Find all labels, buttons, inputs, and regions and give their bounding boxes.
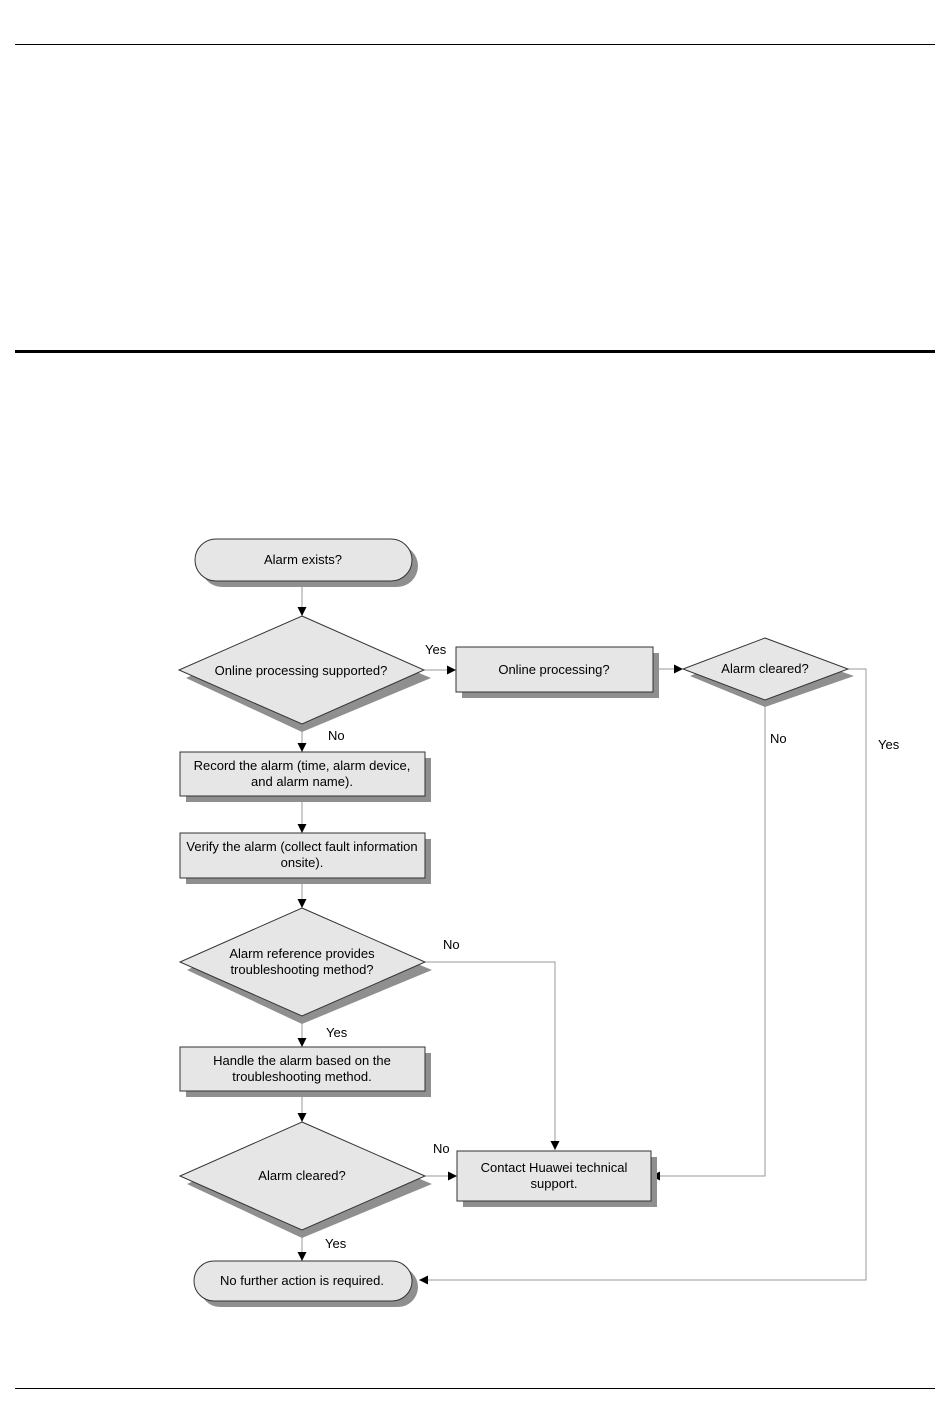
verify-alarm-box: Verify the alarm (collect fault informat…	[179, 832, 431, 884]
edge-cleared-online-yes	[419, 668, 867, 1285]
edge-labels: Yes No No Yes No Yes No Yes	[325, 642, 900, 1251]
label-reference-no: No	[443, 937, 460, 952]
node-label-verify-alarm-line-1: Verify the alarm (collect fault informat…	[186, 839, 417, 854]
node-label-contact-support-line-1: Contact Huawei technical	[481, 1160, 628, 1175]
node-label-verify-alarm-line-2: onsite).	[281, 855, 324, 870]
svg-text:Online processing?: Online processing?	[498, 662, 609, 677]
record-alarm-box: Record the alarm (time, alarm device,and…	[179, 751, 431, 802]
node-label-alarm-cleared-line-1: Alarm cleared?	[258, 1168, 345, 1183]
label-cleared-online-no: No	[770, 731, 787, 746]
online-processing-box: Online processing?	[455, 646, 659, 698]
label-cleared-no: No	[433, 1141, 450, 1156]
label-cleared-online-yes: Yes	[878, 737, 900, 752]
node-label-online-processing-line-1: Online processing?	[498, 662, 609, 677]
start-terminal: Alarm exists?	[194, 538, 418, 587]
label-online-no: No	[328, 728, 345, 743]
node-label-record-alarm-line-2: and alarm name).	[251, 774, 353, 789]
edge-reference-no	[425, 961, 560, 1150]
svg-text:Verify the alarm (collect faul: Verify the alarm (collect fault informat…	[186, 839, 417, 870]
node-label-record-alarm-line-1: Record the alarm (time, alarm device,	[194, 758, 411, 773]
header-rule-thin	[15, 44, 935, 45]
node-label-reference-method-line-2: troubleshooting method?	[230, 962, 373, 977]
label-reference-yes: Yes	[326, 1025, 348, 1040]
node-label-contact-support-line-2: support.	[531, 1176, 578, 1191]
node-label-handle-alarm-line-1: Handle the alarm based on the	[213, 1053, 391, 1068]
svg-text:Alarm cleared?: Alarm cleared?	[258, 1168, 345, 1183]
alarm-cleared-online-decision: Alarm cleared?	[681, 637, 854, 707]
svg-text:Alarm cleared?: Alarm cleared?	[721, 661, 808, 676]
svg-text:Alarm exists?: Alarm exists?	[264, 552, 342, 567]
online-supported-decision: Online processing supported?	[177, 615, 431, 732]
node-label-start-line-1: Alarm exists?	[264, 552, 342, 567]
node-label-end-line-1: No further action is required.	[220, 1273, 384, 1288]
node-label-handle-alarm-line-2: troubleshooting method.	[232, 1069, 371, 1084]
label-cleared-yes: Yes	[325, 1236, 347, 1251]
connectors	[297, 580, 867, 1285]
svg-text:Online processing supported?: Online processing supported?	[215, 663, 388, 678]
alarm-cleared-decision: Alarm cleared?	[178, 1121, 432, 1238]
node-label-alarm-cleared-online-line-1: Alarm cleared?	[721, 661, 808, 676]
header-rule-thick	[15, 350, 935, 353]
end-terminal: No further action is required.	[193, 1260, 418, 1307]
svg-text:Record the alarm (time, alarm: Record the alarm (time, alarm device,and…	[194, 758, 411, 789]
svg-text:No further action is required.: No further action is required.	[220, 1273, 384, 1288]
footer-rule	[15, 1388, 935, 1389]
edge-cleared-online-no	[651, 700, 766, 1181]
node-label-online-supported-line-1: Online processing supported?	[215, 663, 388, 678]
label-online-yes: Yes	[425, 642, 447, 657]
node-label-reference-method-line-1: Alarm reference provides	[229, 946, 375, 961]
